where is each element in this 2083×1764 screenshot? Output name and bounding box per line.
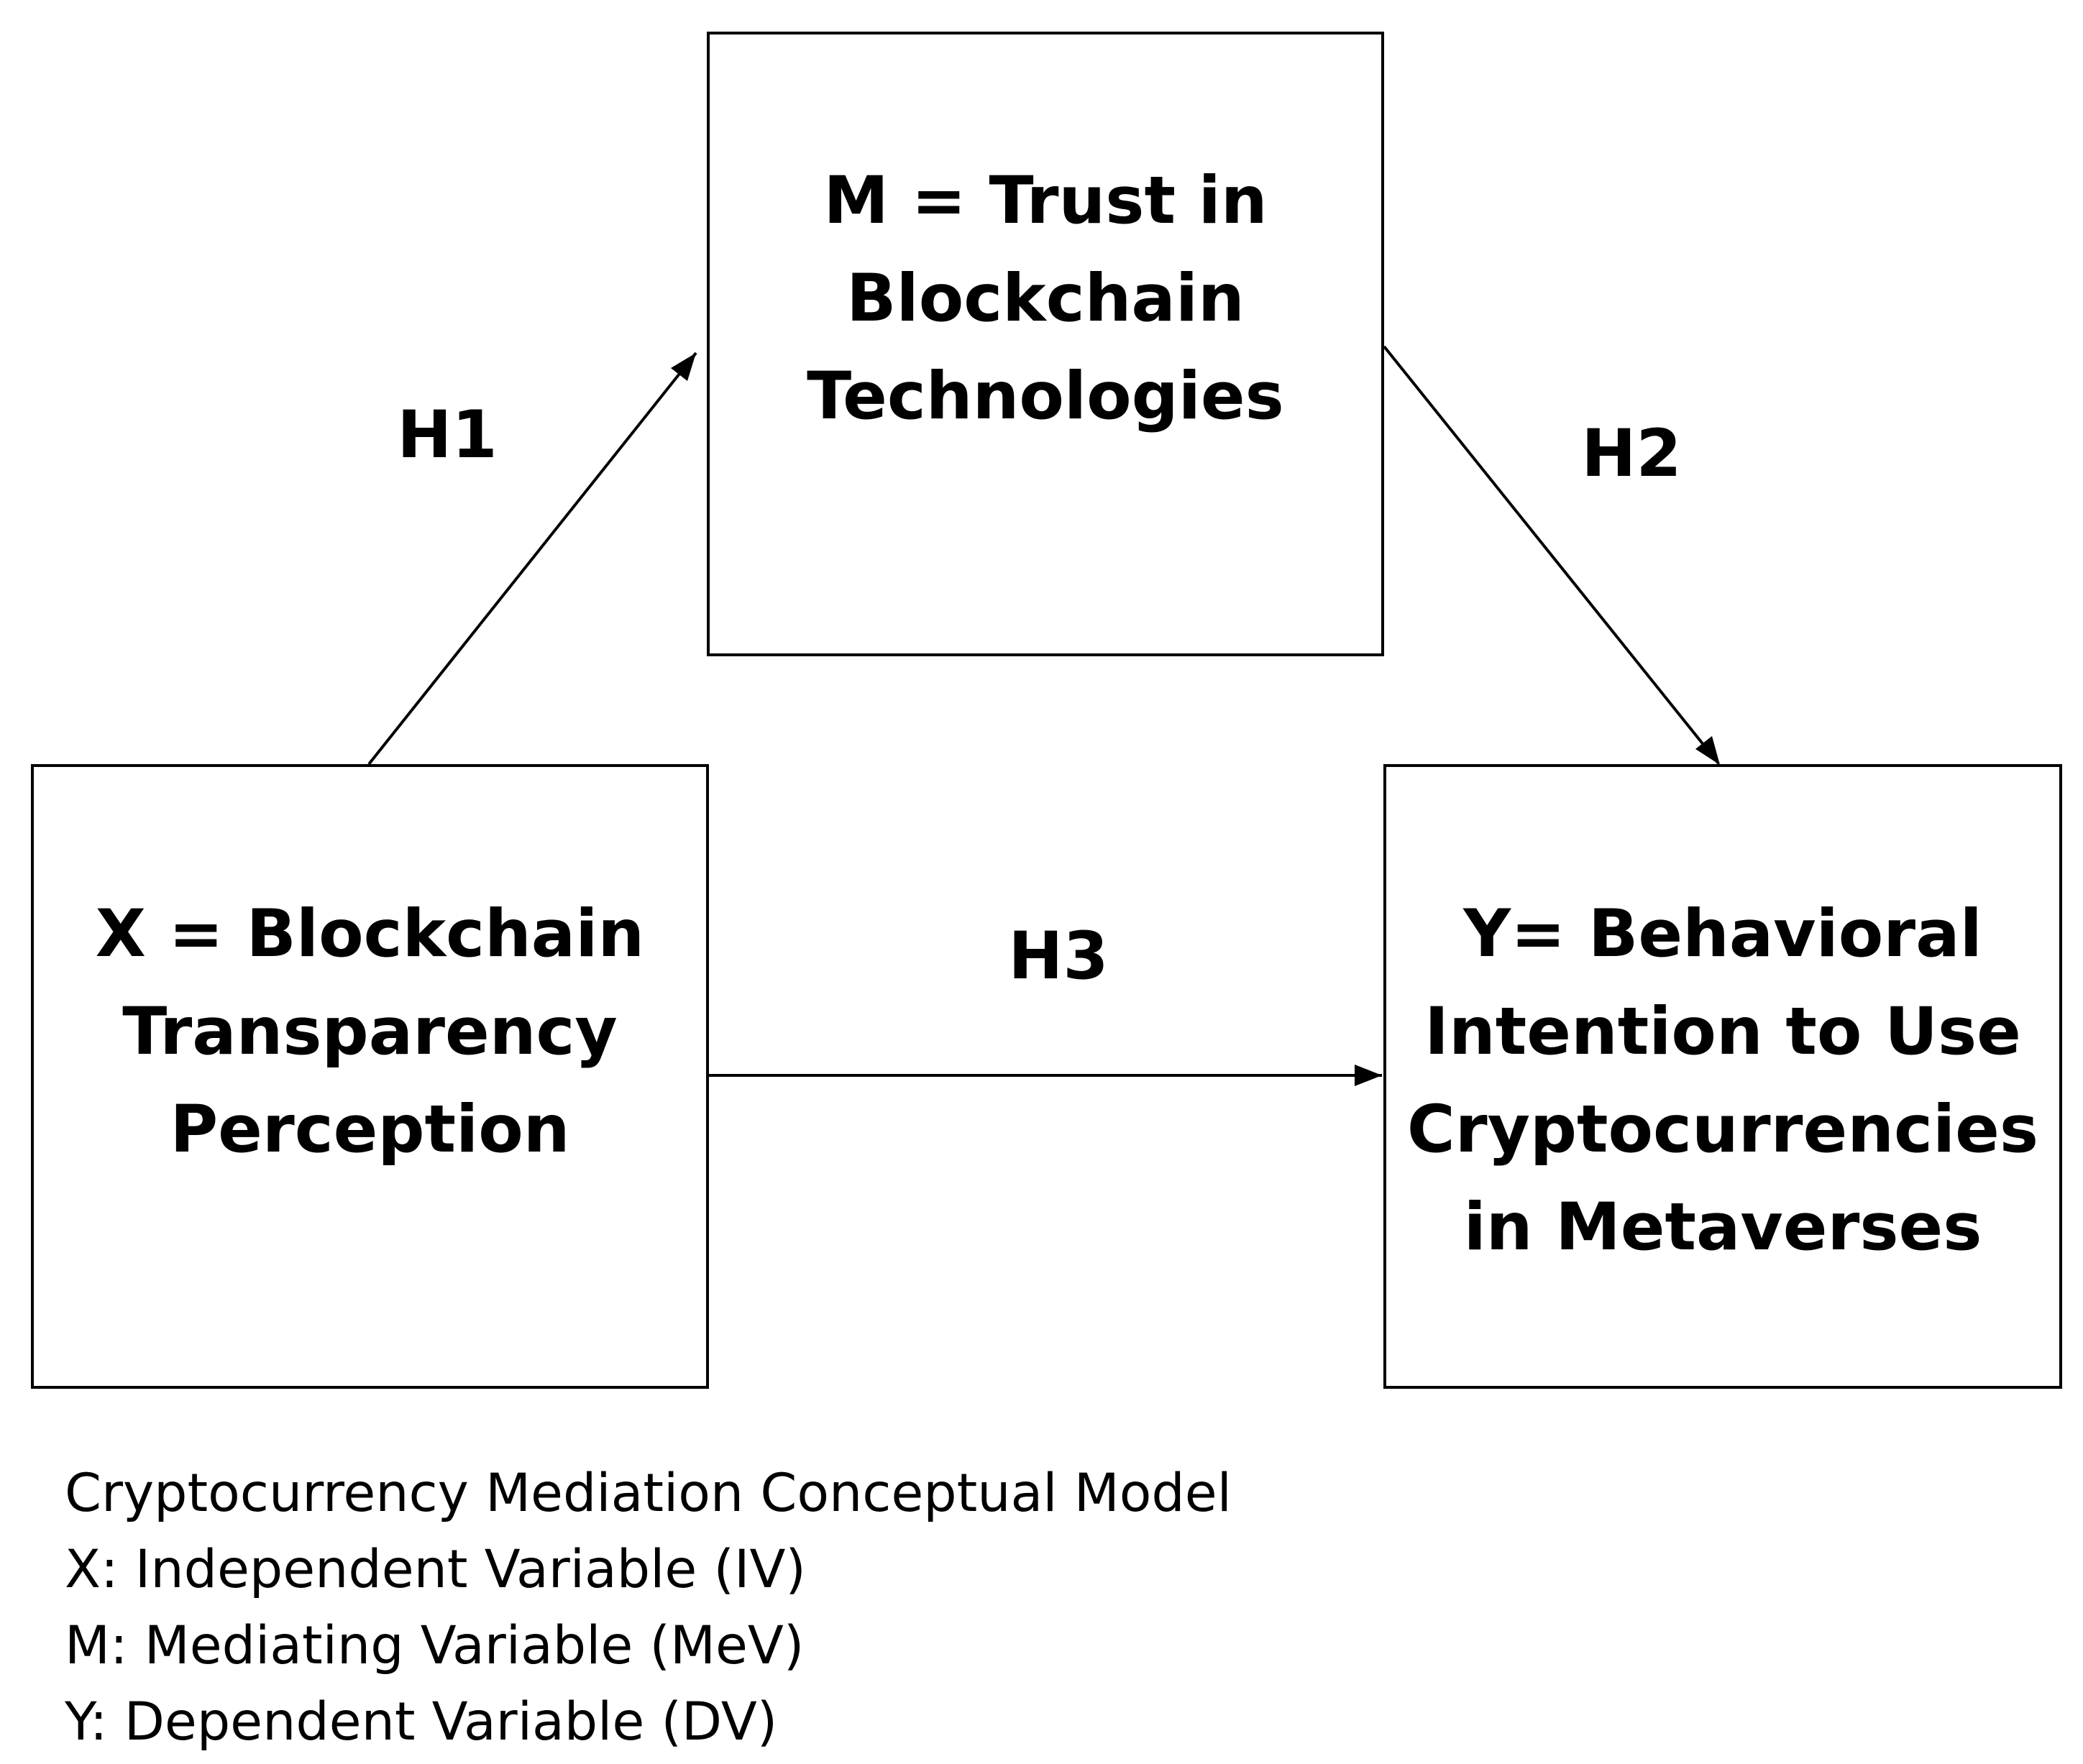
independent-variable-box (31, 764, 709, 1389)
arrow-h2 (1383, 345, 1720, 765)
legend-item: X: Independent Variable (IV) (65, 1539, 806, 1600)
dependent-variable-label-line: Cryptocurrencies (1406, 1092, 2039, 1167)
legend-title: Cryptocurrency Mediation Conceptual Mode… (65, 1463, 1232, 1524)
arrowhead-h3 (1355, 1065, 1382, 1086)
independent-variable-label-line: X = Blockchain (95, 896, 645, 972)
mediator-label: M = Trust in Blockchain Technologies (707, 152, 1384, 446)
dependent-variable-label-line: in Metaverses (1463, 1190, 1982, 1265)
dependent-variable-label-line: Intention to Use (1424, 994, 2021, 1070)
independent-variable-label-line: Transparency (122, 994, 618, 1070)
legend-item: M: Mediating Variable (MeV) (65, 1615, 805, 1676)
arrowhead-h1 (671, 353, 696, 381)
arrowhead-h2 (1695, 736, 1720, 765)
mediator-label-line: Blockchain (846, 261, 1245, 336)
legend: Cryptocurrency Mediation Conceptual Mode… (65, 1456, 1232, 1760)
mediator-box (707, 32, 1384, 656)
independent-variable-label: X = Blockchain Transparency Perception (31, 886, 709, 1179)
legend-item: Y: Dependent Variable (DV) (65, 1691, 778, 1752)
dependent-variable-box (1383, 764, 2062, 1389)
mediator-label-line: Technologies (807, 359, 1284, 434)
dependent-variable-label-line: Y= Behavioral (1463, 896, 1982, 972)
mediator-label-line: M = Trust in (823, 163, 1268, 239)
independent-variable-label-line: Perception (170, 1092, 570, 1167)
hypothesis-h3-label: H3 (1008, 919, 1109, 994)
arrow-h1 (367, 352, 697, 766)
hypothesis-h2-label: H2 (1581, 416, 1682, 492)
hypothesis-h1-label: H1 (397, 398, 498, 473)
dependent-variable-label: Y= Behavioral Intention to Use Cryptocur… (1383, 886, 2062, 1277)
